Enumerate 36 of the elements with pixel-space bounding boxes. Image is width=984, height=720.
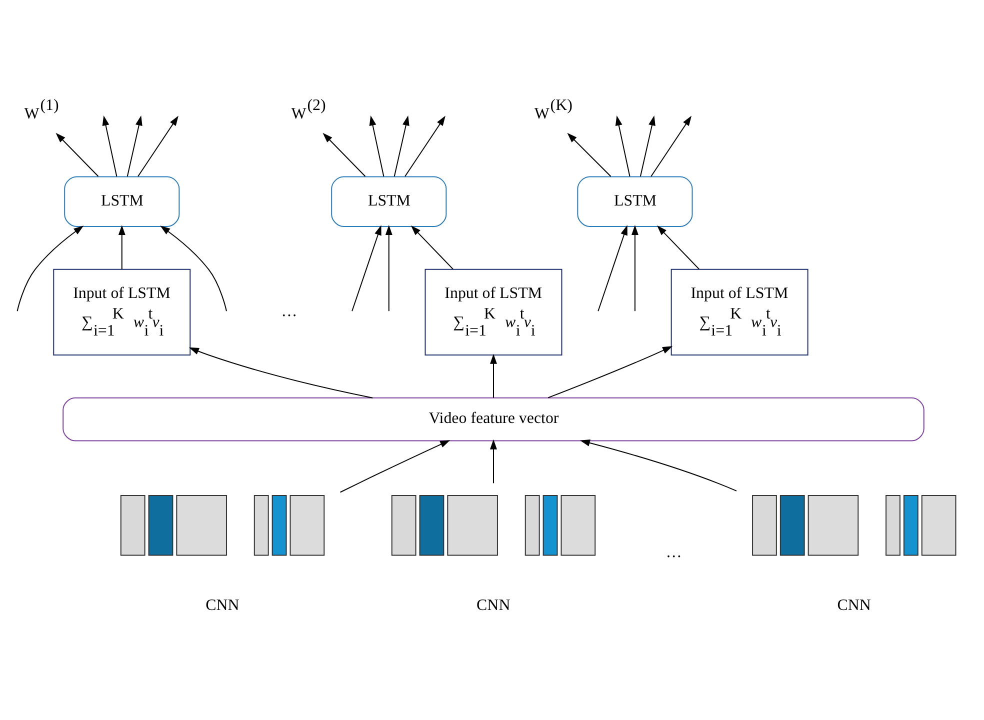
- arrow: [188, 346, 374, 398]
- label: …: [281, 302, 298, 320]
- arrow: [631, 224, 638, 312]
- arrow: [490, 353, 497, 398]
- arrow: [385, 224, 392, 312]
- node-label: CNN: [206, 596, 240, 614]
- arrow: [410, 225, 454, 270]
- node-box: LSTM: [577, 176, 693, 226]
- arrow: [369, 115, 384, 176]
- arrow: [640, 115, 656, 176]
- arrow: [490, 438, 497, 484]
- node-label: CNN: [837, 596, 871, 614]
- arrow: [340, 440, 450, 492]
- arrow: [160, 225, 227, 312]
- arrow: [56, 132, 99, 176]
- node-box: LSTM: [64, 176, 180, 226]
- arrow: [126, 115, 142, 176]
- arrow: [118, 224, 126, 270]
- arrow: [404, 115, 446, 176]
- node-box: LSTM: [331, 176, 447, 226]
- arrow: [567, 132, 612, 176]
- arrow: [394, 115, 410, 176]
- arrow: [548, 346, 673, 398]
- arrow: [352, 224, 382, 312]
- arrow: [102, 115, 118, 176]
- arrow: [615, 115, 630, 176]
- arrow: [650, 115, 692, 176]
- node-label: CNN: [476, 596, 510, 614]
- arrow: [580, 438, 738, 491]
- label: …: [666, 544, 682, 561]
- arrow: [657, 225, 700, 270]
- arrow: [16, 225, 84, 312]
- node-box: Video feature vector: [62, 396, 924, 441]
- arrow: [322, 132, 366, 176]
- arrow: [138, 115, 178, 176]
- arrow: [598, 224, 628, 312]
